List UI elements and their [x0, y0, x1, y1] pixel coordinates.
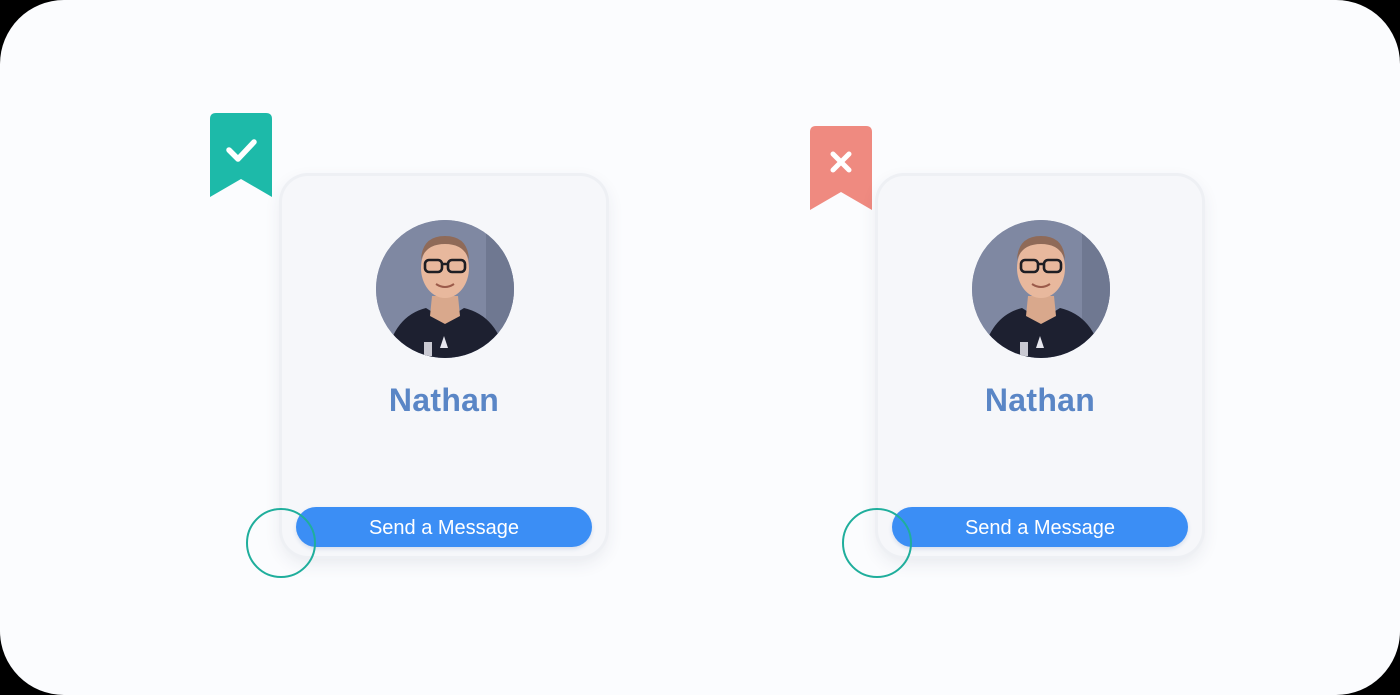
bookmark-ribbon-icon: [810, 126, 872, 210]
profile-name: Nathan: [388, 382, 500, 418]
check-icon: [226, 139, 257, 162]
profile-card: Nathan Send a Message: [282, 176, 606, 556]
send-message-button[interactable]: Send a Message: [892, 507, 1188, 547]
send-message-button[interactable]: Send a Message: [296, 507, 592, 547]
touch-target-indicator: [246, 508, 316, 578]
bookmark-ribbon-icon: [210, 113, 272, 197]
profile-card: Nathan Send a Message: [878, 176, 1202, 556]
close-icon: [830, 151, 852, 173]
example-incorrect: Nathan Send a Message: [796, 0, 1396, 695]
touch-target-indicator: [842, 508, 912, 578]
profile-name: Nathan: [984, 382, 1096, 418]
example-correct: Nathan Send a Message: [200, 0, 800, 695]
correct-badge: [210, 113, 272, 197]
avatar: [972, 220, 1110, 358]
incorrect-badge: [810, 126, 872, 210]
avatar: [376, 220, 514, 358]
